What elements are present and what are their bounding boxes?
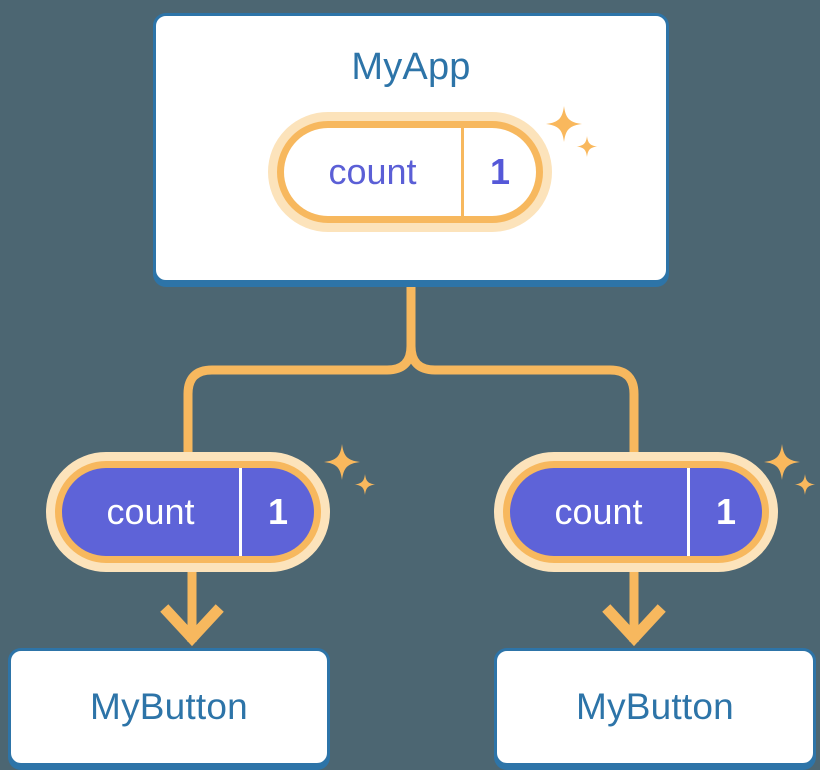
connector-elbow-right bbox=[406, 345, 639, 456]
prop-pill-right-value: 1 bbox=[715, 491, 736, 532]
component-title-mybutton-right: MyButton bbox=[576, 686, 734, 727]
prop-pill-right-divider bbox=[686, 468, 690, 556]
state-pill-myapp[interactable]: count 1 bbox=[268, 112, 552, 232]
component-title-myapp: MyApp bbox=[351, 46, 471, 88]
component-card-mybutton-right[interactable]: MyButton bbox=[494, 648, 816, 766]
state-pill-myapp-key: count bbox=[328, 151, 417, 192]
prop-pill-right-inner: count 1 bbox=[510, 468, 762, 556]
sparkle-small-icon bbox=[794, 474, 816, 495]
prop-pill-left-key: count bbox=[106, 491, 195, 532]
sparkle-small-icon bbox=[354, 474, 376, 495]
prop-pill-left-divider bbox=[238, 468, 242, 556]
prop-pill-right[interactable]: count 1 bbox=[494, 452, 778, 572]
sparkle-large-icon bbox=[764, 444, 800, 480]
component-card-mybutton-left[interactable]: MyButton bbox=[8, 648, 330, 766]
prop-pill-left-value: 1 bbox=[267, 491, 288, 532]
state-pill-myapp-divider bbox=[460, 128, 464, 216]
arrowhead-left-icon bbox=[160, 604, 224, 647]
state-pill-myapp-value: 1 bbox=[489, 151, 510, 192]
connector-elbow-left bbox=[183, 345, 416, 456]
prop-pill-left[interactable]: count 1 bbox=[46, 452, 330, 572]
sparkle-large-icon bbox=[324, 444, 360, 480]
arrowhead-right-icon bbox=[602, 604, 666, 647]
component-title-mybutton-left: MyButton bbox=[90, 686, 248, 727]
prop-pill-right-key: count bbox=[554, 491, 643, 532]
state-pill-myapp-inner: count 1 bbox=[284, 128, 536, 216]
prop-pill-left-inner: count 1 bbox=[62, 468, 314, 556]
